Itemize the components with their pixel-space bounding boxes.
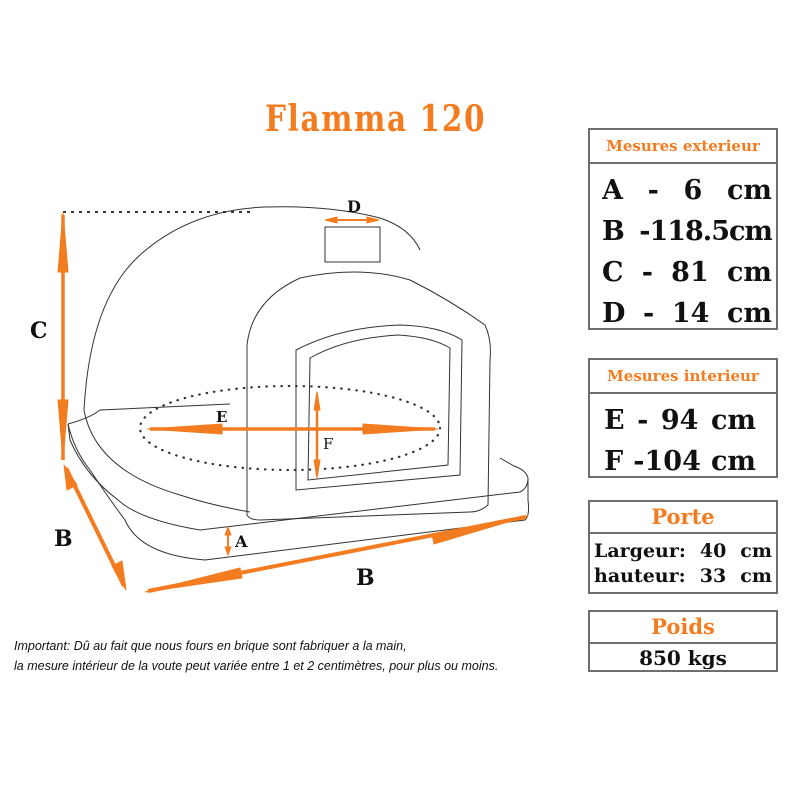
door-width-row: Largeur: 40 cm xyxy=(594,540,772,562)
exterior-row-a: A - 6 cm xyxy=(602,175,772,206)
floor-ellipse xyxy=(138,384,442,472)
exterior-header: Mesures exterieur xyxy=(590,130,776,164)
exterior-row-b: B -118.5cm xyxy=(602,216,772,247)
interior-row-e: E - 94 cm xyxy=(604,405,756,436)
interior-measurements-box: Mesures interieur E - 94 cm F -104 cm xyxy=(588,358,778,478)
oven-front-arch xyxy=(246,271,491,521)
label-c: C xyxy=(30,318,48,344)
exterior-measurements-box: Mesures exterieur A - 6 cm B -118.5cm C … xyxy=(588,128,778,330)
label-d: D xyxy=(347,197,361,216)
door-header: Porte xyxy=(590,502,776,534)
dimension-arrows xyxy=(57,211,529,593)
disclaimer-note: Important: Dû au fait que nous fours en … xyxy=(14,636,574,676)
weight-box: Poids 850 kgs xyxy=(588,610,778,672)
page-title: Flamma 120 xyxy=(265,98,487,140)
interior-header: Mesures interieur xyxy=(590,360,776,394)
chimney xyxy=(324,226,381,263)
note-line-2: la mesure intérieur de la voute peut var… xyxy=(14,659,499,673)
exterior-row-c: C - 81 cm xyxy=(602,257,772,288)
exterior-row-d: D - 14 cm xyxy=(602,298,772,329)
door-frame xyxy=(295,324,463,491)
door-height-row: hauteur: 33 cm xyxy=(594,565,772,587)
label-a: A xyxy=(234,532,248,551)
label-e: E xyxy=(216,408,227,426)
note-line-1: Important: Dû au fait que nous fours en … xyxy=(14,639,407,653)
oven-dome xyxy=(83,206,421,513)
weight-value: 850 kgs xyxy=(639,646,727,670)
label-b-front: B xyxy=(356,565,375,591)
label-f: F xyxy=(323,435,333,453)
oven-base xyxy=(67,403,530,561)
label-b-left: B xyxy=(54,526,73,552)
weight-header: Poids xyxy=(590,612,776,644)
door-box: Porte Largeur: 40 cm hauteur: 33 cm xyxy=(588,500,778,594)
interior-row-f: F -104 cm xyxy=(604,446,756,477)
